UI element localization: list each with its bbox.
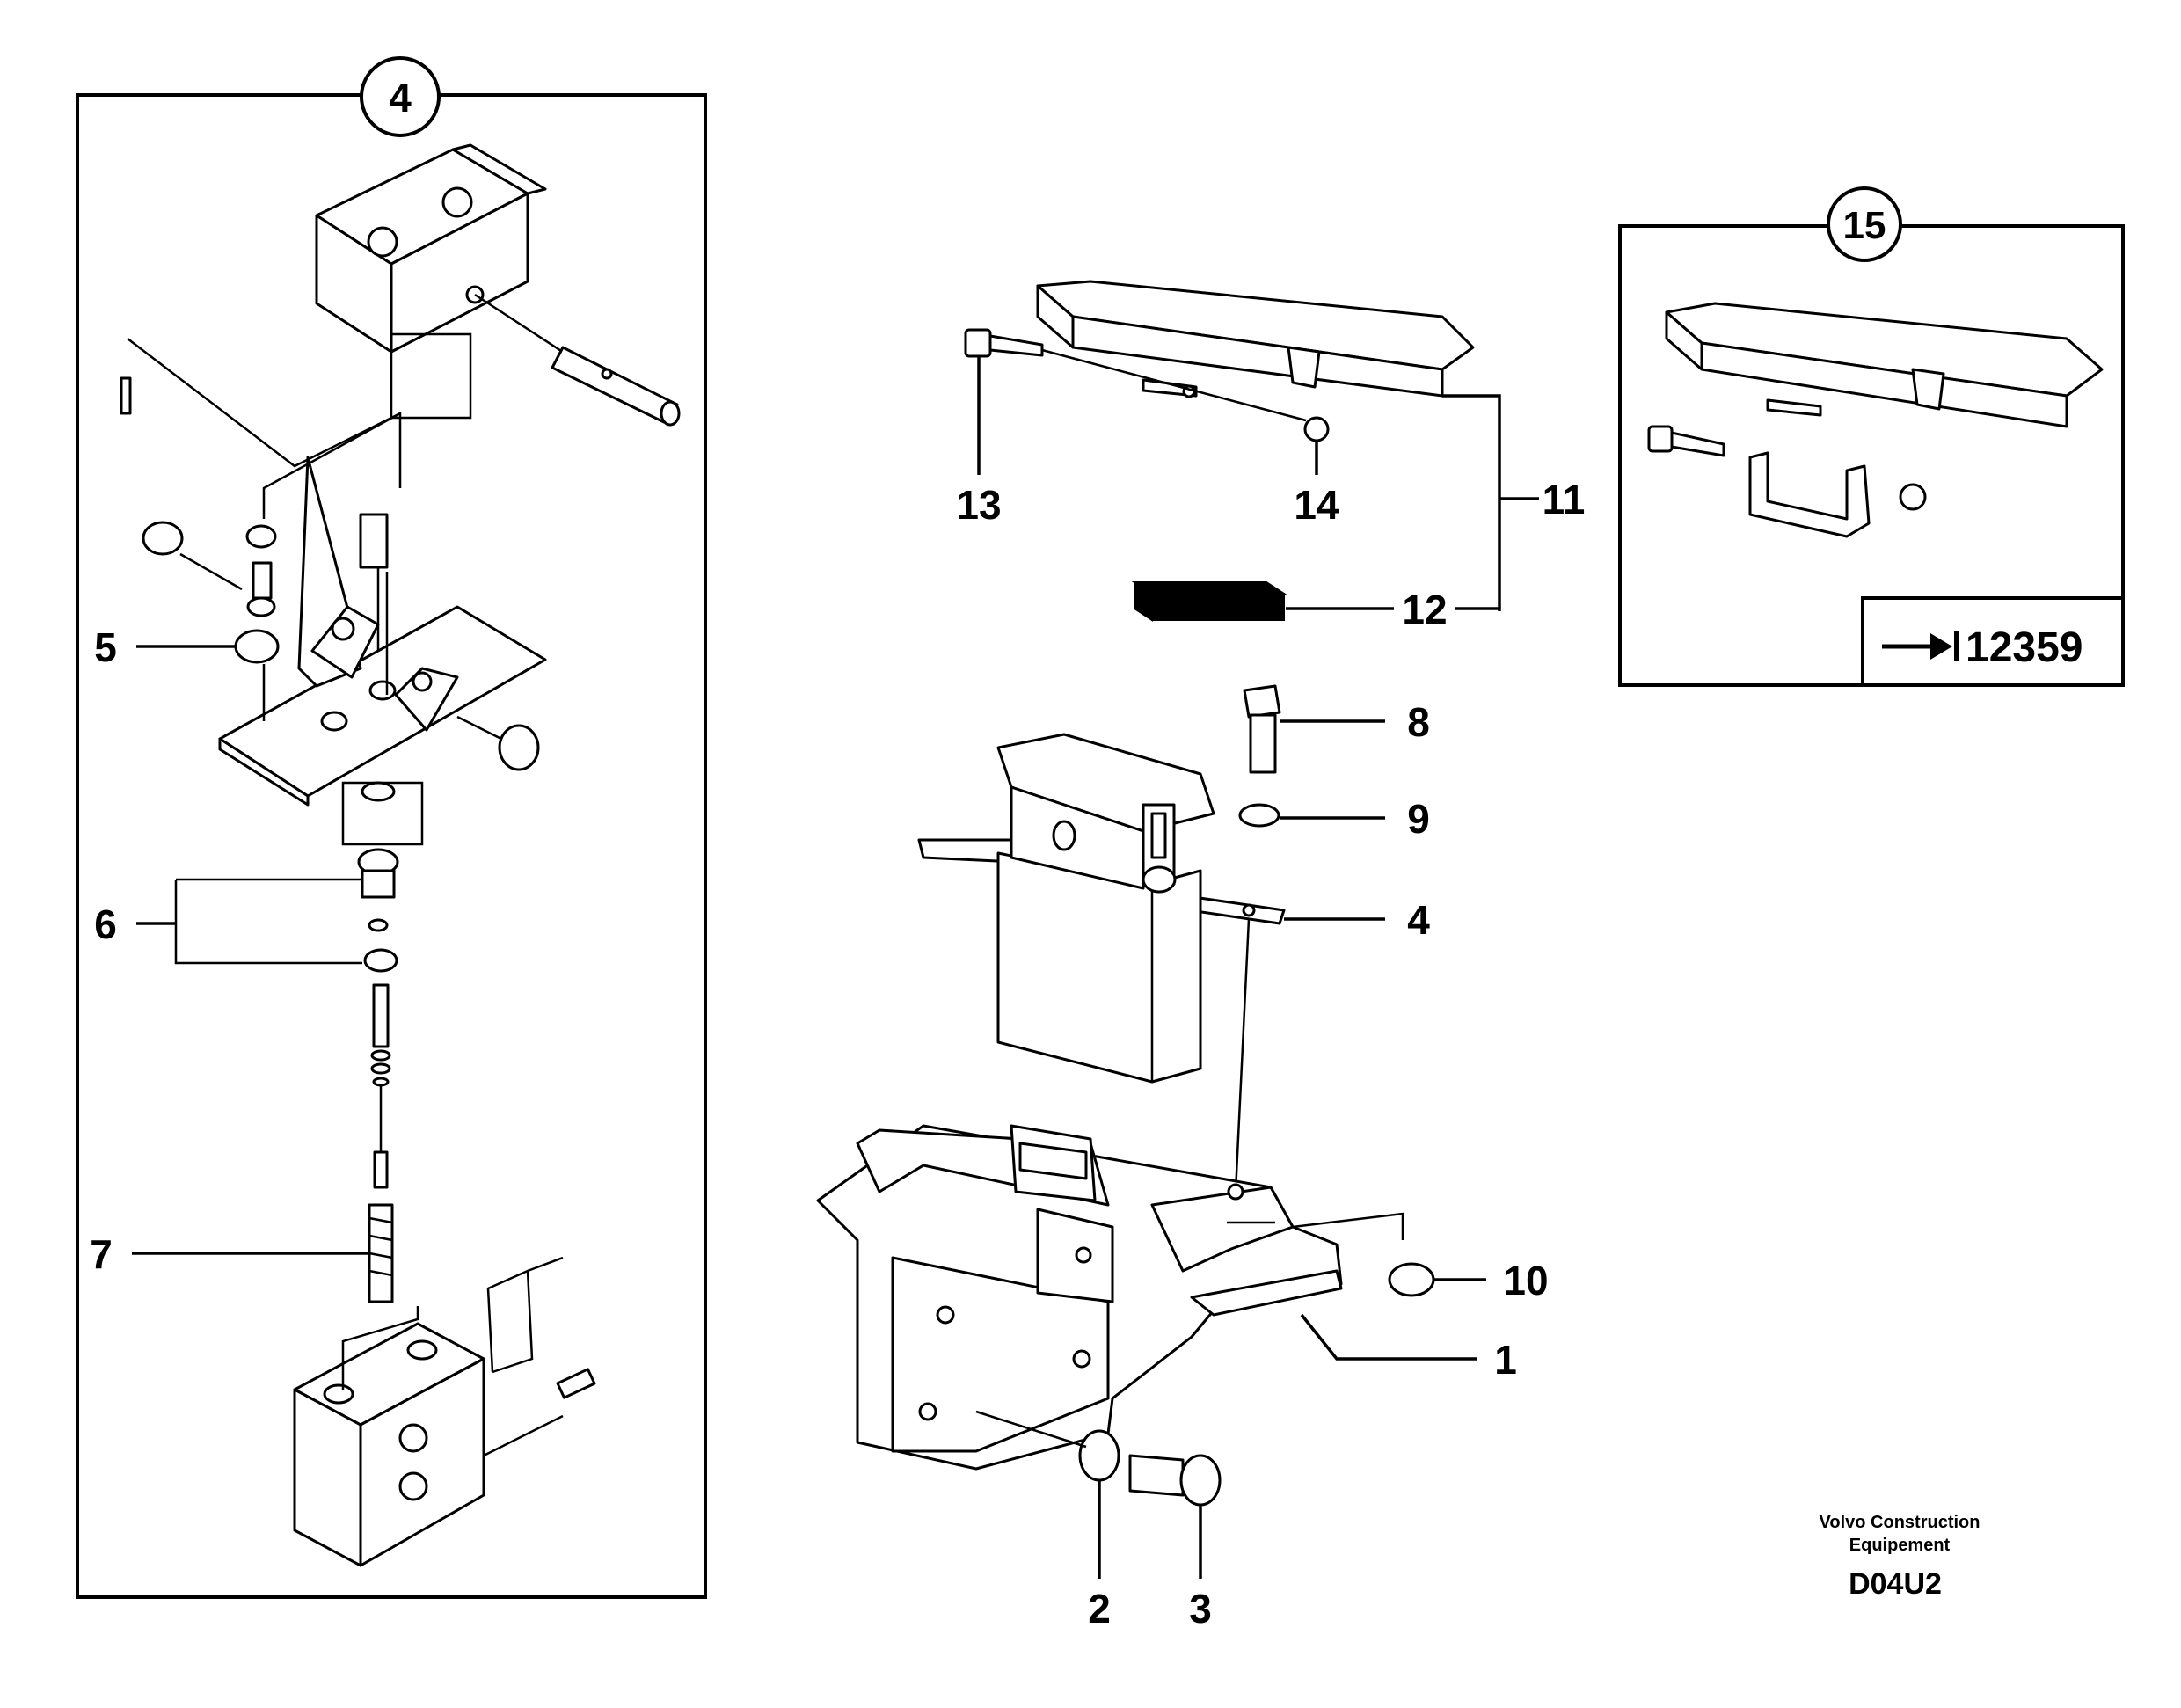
valve-body [293, 1306, 485, 1567]
nut-variant [1899, 483, 1927, 511]
leader-lines-top [127, 338, 402, 488]
bushing-right [456, 715, 540, 771]
cap-screw [359, 513, 389, 569]
reference-box: 12359 [1861, 596, 2125, 687]
mounting-plate [218, 456, 547, 807]
callout-8: 8 [1407, 699, 1430, 745]
set-screw [120, 376, 132, 415]
detail-badge-15 [1827, 186, 1902, 262]
callout-10: 10 [1503, 1258, 1548, 1303]
callout-5: 5 [94, 624, 117, 670]
plug-and-screw [483, 1256, 596, 1457]
boot-seal-5 [234, 629, 280, 664]
small-nut [245, 524, 277, 549]
detail-frame-4: 4 [76, 56, 707, 1599]
washer-9 [1238, 803, 1280, 828]
callout-6: 6 [94, 901, 117, 947]
clip-variant [1748, 451, 1871, 538]
detail-badge-15-label: 15 [1843, 204, 1886, 247]
bolt-3 [1128, 1454, 1222, 1507]
pad-12 [1131, 580, 1287, 622]
footer-company-line2: Equipement [1849, 1536, 1951, 1555]
callout-12: 12 [1402, 587, 1447, 632]
bolt-variant [1647, 425, 1725, 457]
plunger-6 [357, 848, 399, 973]
callout-2: 2 [1088, 1586, 1111, 1631]
reference-number: 12359 [1966, 624, 2083, 671]
leader-11 [1442, 394, 1501, 611]
bracket-1 [816, 1124, 1343, 1471]
washer-2 [1078, 1429, 1120, 1482]
cover-variant [1665, 302, 2104, 428]
detail-badge-4 [360, 56, 441, 137]
leader-1 [1300, 1313, 1477, 1361]
callout-7: 7 [90, 1231, 113, 1277]
pilot-valve-bracket [315, 143, 547, 420]
callout-9: 9 [1407, 796, 1430, 842]
nut-14 [1303, 416, 1330, 442]
footer-company-line1: Volvo Construction [1820, 1513, 1980, 1532]
pin [474, 293, 681, 427]
detail-badge-4-label: 4 [389, 75, 412, 120]
callout-14: 14 [1294, 482, 1339, 528]
cover-11 [1036, 280, 1475, 398]
spring-rod-7 [368, 983, 394, 1303]
callout-11: 11 [1543, 477, 1586, 522]
bushing-left [142, 521, 243, 591]
bolt-8 [1243, 684, 1281, 774]
callout-13: 13 [956, 482, 1001, 528]
arrow-right-bar-icon [1882, 631, 1959, 661]
nut-10 [1388, 1262, 1435, 1297]
footer-code: D04U2 [1849, 1567, 1942, 1601]
pilot-valve-assembly-4 [917, 733, 1286, 1084]
callout-1: 1 [1494, 1337, 1517, 1383]
bolt-13 [964, 328, 1307, 422]
stud [252, 561, 273, 600]
callout-3: 3 [1189, 1586, 1212, 1631]
callout-4: 4 [1407, 897, 1430, 943]
